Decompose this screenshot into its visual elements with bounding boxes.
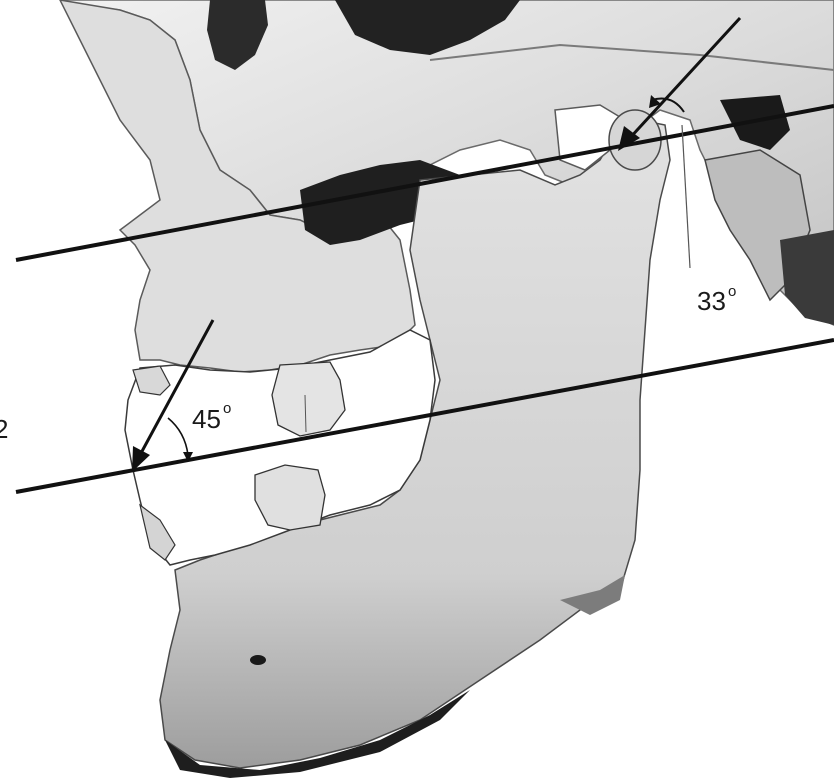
anterior-angle-value: 45 xyxy=(192,404,221,434)
occipital-edge xyxy=(780,230,834,325)
lower-premolar xyxy=(255,465,325,530)
posterior-leader-line xyxy=(682,125,690,268)
upper-premolar xyxy=(272,362,345,436)
anterior-degree-mark: o xyxy=(223,400,231,417)
posterior-angle-value: 33 xyxy=(697,286,726,316)
posterior-degree-mark: o xyxy=(728,283,736,300)
left-edge-figure-label: 2 xyxy=(0,414,8,444)
mental-foramen xyxy=(250,655,266,665)
